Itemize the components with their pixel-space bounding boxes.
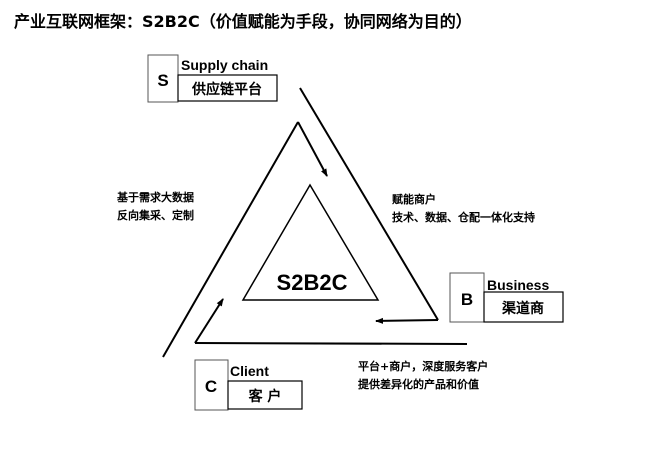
flow-line-right [299, 87, 439, 321]
flow-arrow-b-inward [375, 317, 439, 324]
left-annotation-line-1: 基于需求大数据 [116, 190, 194, 204]
c-chinese-box [227, 380, 303, 410]
page-title: 产业互联网框架：S2B2C（价值赋能为手段，协同网络为目的） [14, 12, 472, 31]
b-letter: B [461, 290, 473, 309]
c-letter: C [205, 377, 217, 396]
right-annotation-line-1: 赋能商户 [392, 192, 436, 206]
flow-arrow-s-to-b [297, 121, 328, 177]
s-letter-box [147, 54, 179, 103]
s-chinese-box [177, 74, 278, 102]
node-supply-chain: S Supply chain 供应链平台 [147, 54, 278, 103]
b-chinese: 渠道商 [501, 300, 544, 317]
node-business: B Business 渠道商 [449, 272, 564, 323]
flow-arrow-c-upward [194, 298, 224, 344]
left-annotation-line-2: 反向集采、定制 [117, 208, 194, 222]
s-letter: S [157, 71, 168, 90]
bottom-annotation-line-1: 平台+商户，深度服务客户 [358, 359, 488, 373]
bottom-annotation-line-2: 提供差异化的产品和价值 [358, 377, 479, 391]
s-chinese: 供应链平台 [191, 81, 262, 98]
center-label: S2B2C [277, 270, 348, 295]
b-english: Business [487, 277, 549, 293]
node-client: C Client 客 户 [194, 359, 303, 411]
s-english: Supply chain [181, 57, 268, 73]
flow-line-left [162, 121, 299, 358]
c-letter-box [194, 359, 229, 411]
c-english: Client [230, 363, 269, 379]
inner-triangle [241, 183, 380, 301]
right-annotation-line-2: 技术、数据、仓配一体化支持 [392, 210, 535, 224]
b-letter-box [449, 272, 485, 323]
flow-line-bottom [194, 342, 468, 345]
c-chinese: 客 户 [248, 388, 282, 405]
b-chinese-box [483, 291, 564, 323]
